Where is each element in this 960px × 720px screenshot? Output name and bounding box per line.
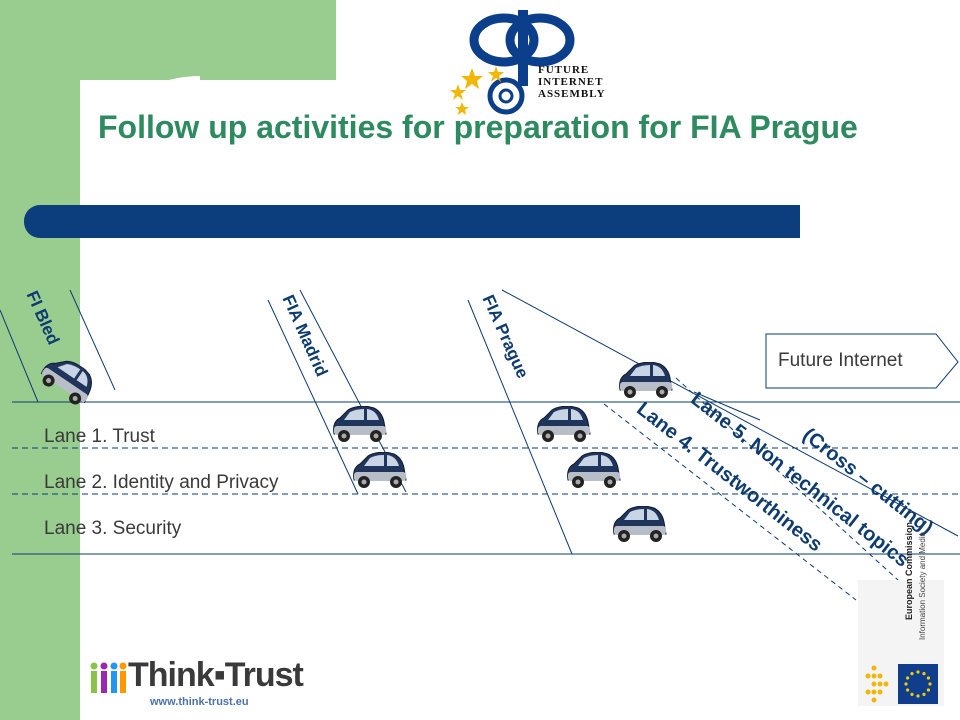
- lane-2-label: Lane 2. Identity and Privacy: [44, 472, 279, 493]
- lane5-dashed-line: [675, 377, 921, 601]
- prague-divider-b: [501, 289, 959, 537]
- lane-3-label: Lane 3. Security: [44, 518, 182, 539]
- future-internet-box: [765, 333, 959, 389]
- ec-logo-subtext: Information Society and Media: [918, 531, 927, 640]
- car-icon-madrid-lane2: [353, 452, 407, 489]
- fia-logo-text-internet: INTERNET: [538, 76, 604, 88]
- prague-divider-a: [467, 299, 573, 555]
- madrid-divider-a: [267, 299, 359, 495]
- think-trust-brand: Think▪Trust: [128, 656, 304, 694]
- eu-flag-icon: [898, 664, 938, 704]
- sidebar-green-band: [0, 0, 80, 720]
- car-icon-prague-lane1: [537, 406, 591, 443]
- fia-logo-text-future: FUTURE: [538, 64, 590, 76]
- title-underline-bar: [24, 205, 800, 238]
- page-title: Follow up activities for preparation for…: [98, 109, 858, 145]
- dot-pattern-icon: [865, 665, 889, 703]
- bled-divider-b: [69, 289, 116, 391]
- fia-phi-at-logo-icon: [450, 10, 575, 115]
- ec-logo-text: European Commission: [904, 521, 914, 620]
- car-icon-prague-lane2: [567, 452, 621, 489]
- car-icon-madrid-lane1: [333, 406, 387, 443]
- car-icon-prague-lane3: [613, 506, 667, 543]
- top-green-band: [80, 0, 336, 80]
- fia-logo-text-assembly: ASSEMBLY: [538, 88, 606, 100]
- car-icon-future: [619, 362, 673, 399]
- cross-divider-line: [693, 391, 761, 421]
- bled-divider-a: [0, 309, 39, 403]
- future-internet-label: Future Internet: [778, 350, 903, 371]
- lane-1-label: Lane 1. Trust: [44, 426, 155, 447]
- think-trust-people-icon: [90, 662, 127, 693]
- fia-logo: [444, 6, 624, 118]
- think-trust-url: www.think-trust.eu: [150, 696, 249, 708]
